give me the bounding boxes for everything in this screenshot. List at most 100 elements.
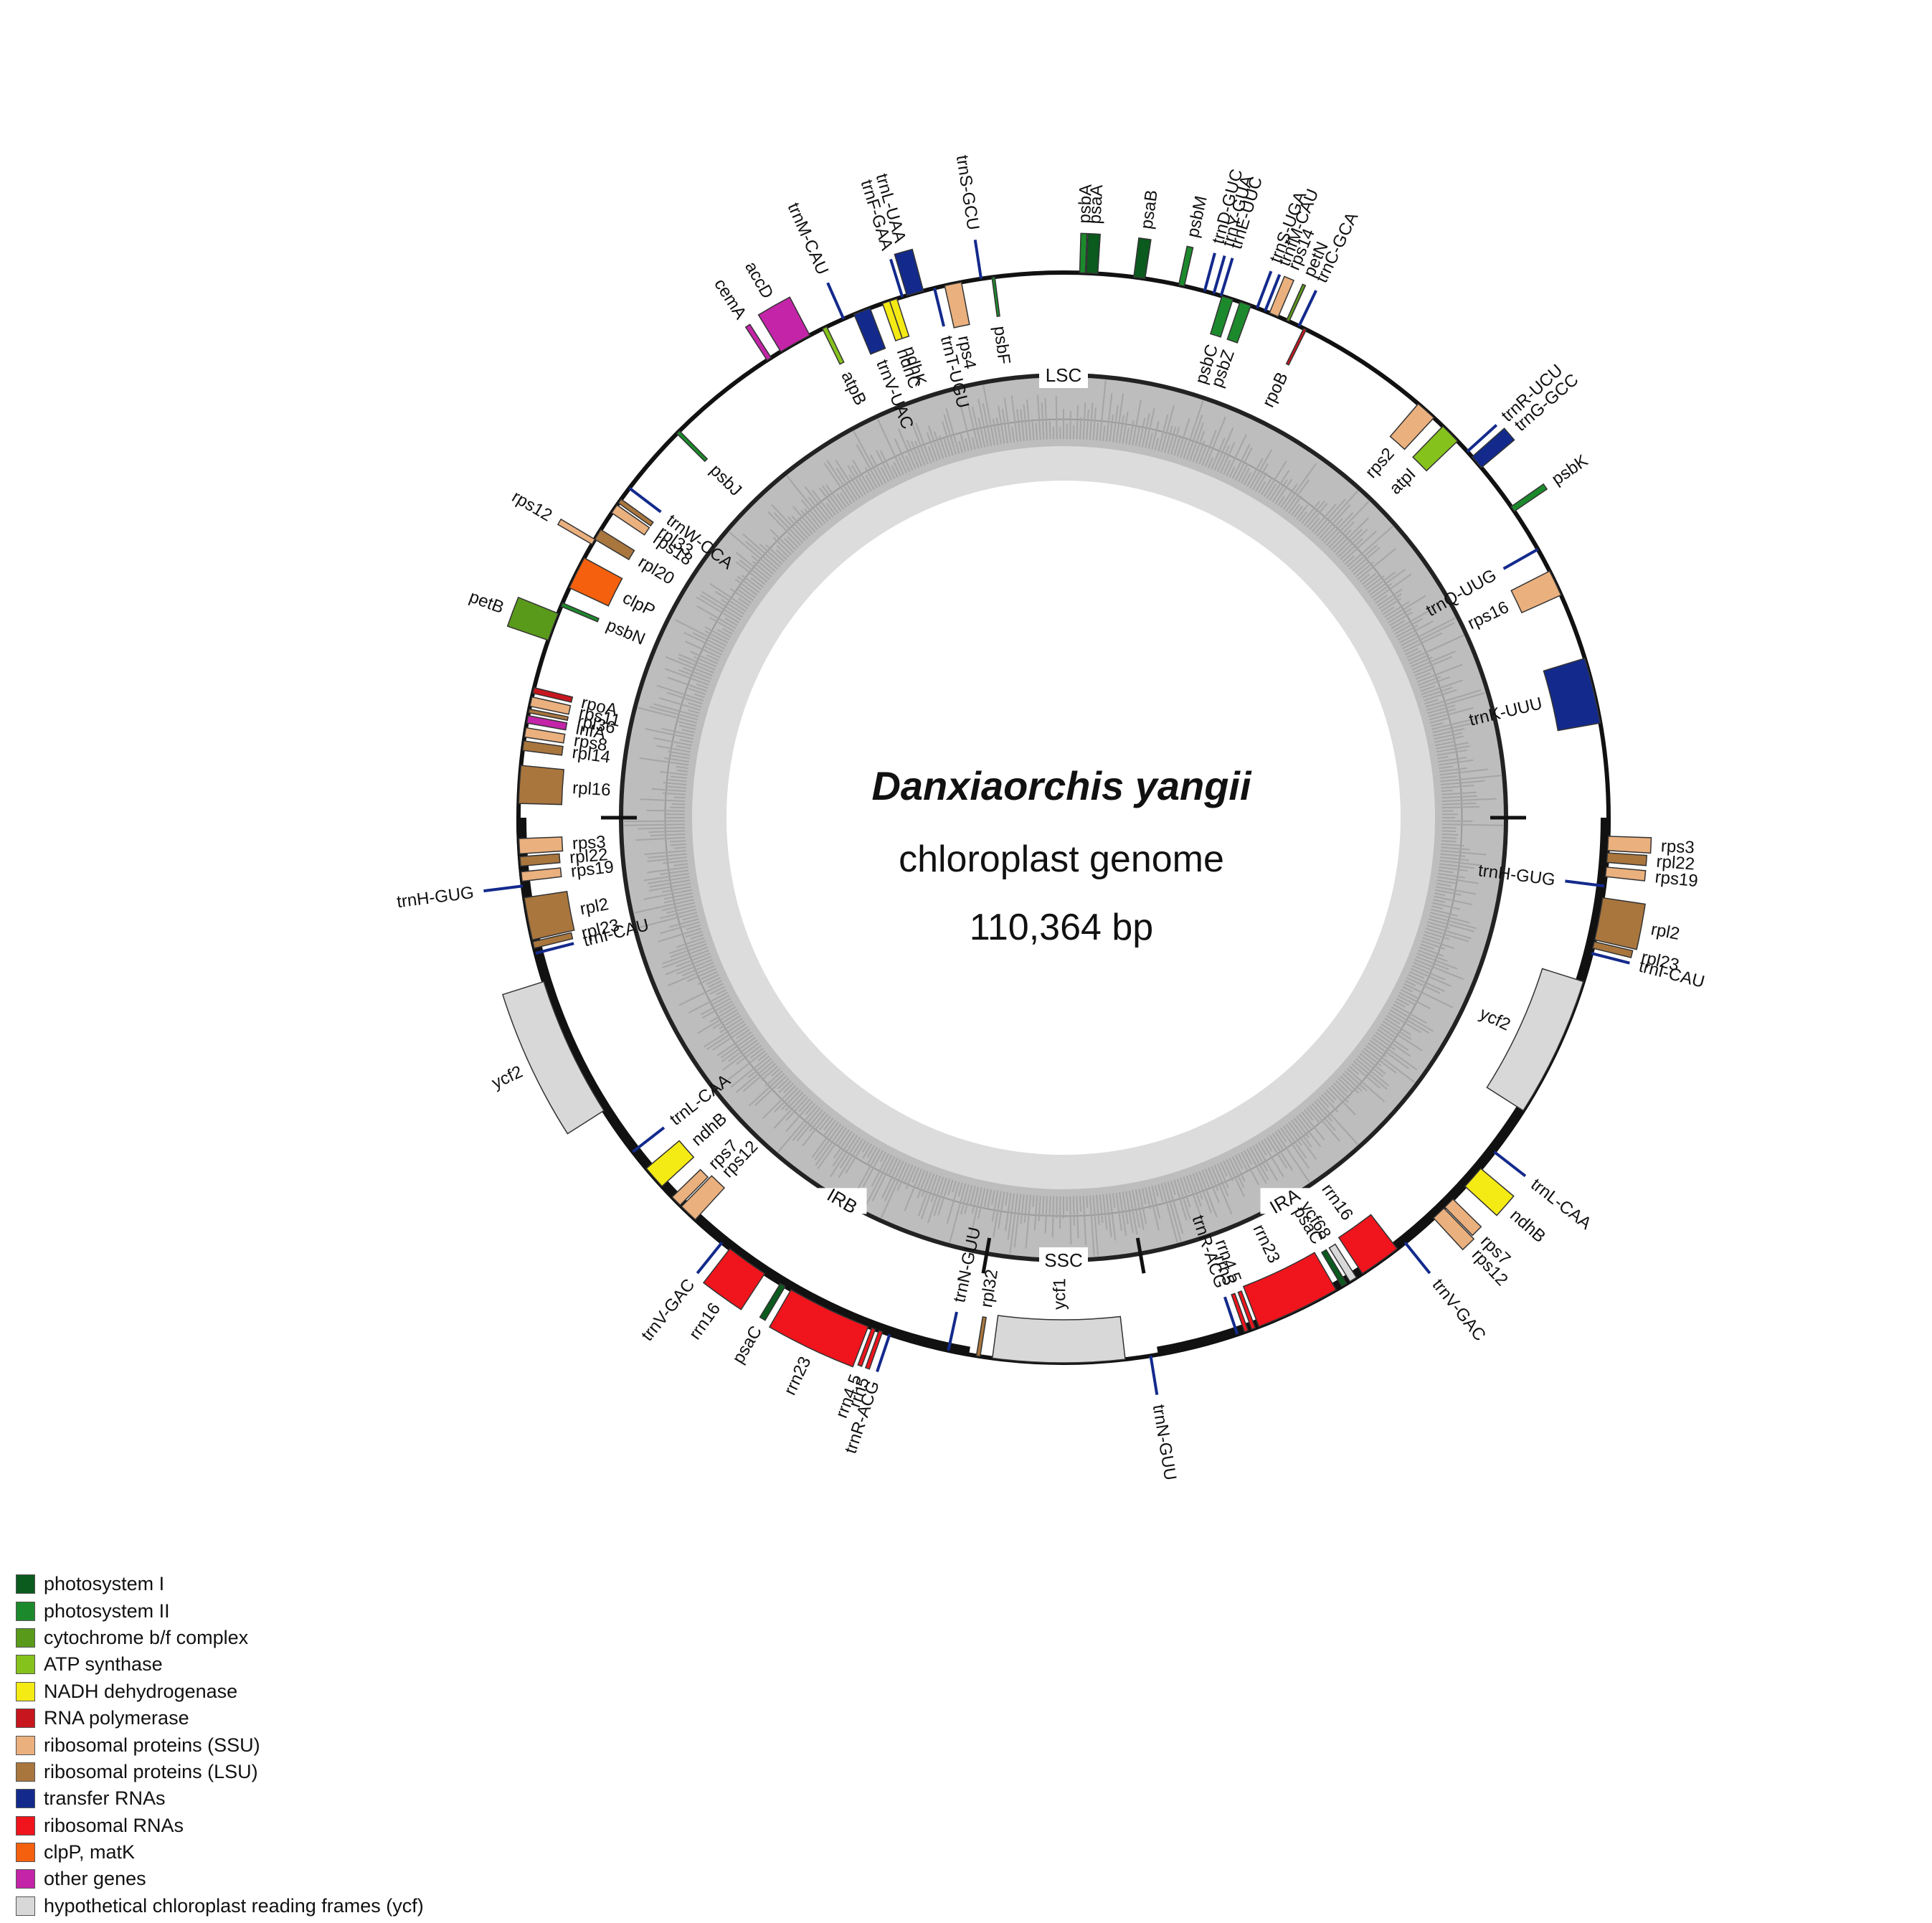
gc-spike bbox=[742, 1063, 777, 1092]
legend-item-lsu: ribosomal proteins (LSU) bbox=[16, 1759, 424, 1785]
gene-ycf2 bbox=[1486, 968, 1584, 1112]
gene-psac bbox=[759, 1282, 787, 1321]
gc-spike bbox=[659, 770, 688, 776]
gene-trnc-gca bbox=[1297, 290, 1317, 327]
gc-spike bbox=[1096, 422, 1099, 441]
gc-spike bbox=[1170, 1180, 1176, 1196]
gene-label: rpl32 bbox=[977, 1268, 1002, 1309]
gc-spike bbox=[1204, 1168, 1220, 1204]
gene-psba bbox=[1079, 232, 1088, 274]
gc-spike bbox=[1298, 1113, 1312, 1129]
gc-spike bbox=[995, 417, 1002, 445]
gc-spike bbox=[735, 1060, 775, 1093]
gene-infa bbox=[526, 714, 568, 731]
gc-spike bbox=[1394, 1001, 1406, 1008]
gene-label: rps3 bbox=[572, 832, 606, 853]
gc-spike bbox=[714, 590, 747, 613]
gc-spike bbox=[1258, 1142, 1267, 1156]
gc-spike bbox=[709, 994, 730, 1006]
gc-spike bbox=[815, 1125, 845, 1166]
gc-spike bbox=[624, 823, 686, 826]
gc-spike bbox=[692, 632, 725, 650]
gc-spike bbox=[1330, 529, 1352, 551]
gc-spike bbox=[757, 1052, 768, 1062]
gc-spike bbox=[709, 986, 725, 995]
gc-spike bbox=[1440, 775, 1458, 779]
gc-spike bbox=[958, 440, 963, 453]
gene-label: rrn23 bbox=[780, 1353, 815, 1398]
gene-trns-uga bbox=[1256, 270, 1273, 309]
gc-spike bbox=[1237, 463, 1249, 483]
gene-rpob bbox=[1285, 327, 1307, 366]
legend-label: other genes bbox=[44, 1868, 146, 1890]
gc-spike bbox=[645, 728, 693, 740]
gc-spike bbox=[1306, 1107, 1321, 1125]
gene-rps2 bbox=[1389, 402, 1435, 450]
gc-spike bbox=[1147, 1186, 1160, 1231]
gc-spike bbox=[1048, 421, 1051, 440]
gc-spike bbox=[1408, 654, 1430, 665]
gc-spike bbox=[643, 889, 692, 900]
gc-spike bbox=[739, 559, 768, 583]
gene-trnt-ugu bbox=[933, 288, 945, 327]
gc-spike bbox=[737, 575, 760, 593]
gc-spike bbox=[706, 977, 721, 986]
gene-petb bbox=[506, 596, 559, 641]
gc-spike bbox=[673, 863, 688, 866]
gc-spike bbox=[1201, 430, 1217, 466]
gc-spike bbox=[1157, 1183, 1164, 1202]
gene-label: ycf1 bbox=[1050, 1278, 1069, 1310]
gc-spike bbox=[1079, 417, 1082, 440]
gc-spike bbox=[1102, 1194, 1108, 1230]
gc-spike bbox=[679, 739, 693, 743]
gc-spike bbox=[1105, 1194, 1112, 1237]
region-boundary-tick bbox=[1135, 1237, 1146, 1274]
gc-spike bbox=[721, 1036, 756, 1062]
gc-spike bbox=[676, 937, 705, 948]
gc-spike bbox=[805, 1102, 816, 1115]
gc-spike bbox=[921, 1172, 932, 1197]
gc-spike bbox=[1377, 588, 1403, 607]
gc-spike bbox=[729, 531, 777, 572]
gene-ycf2 bbox=[502, 981, 605, 1135]
legend-item-ssu: ribosomal proteins (SSU) bbox=[16, 1731, 424, 1758]
gc-spike bbox=[1099, 379, 1107, 441]
gc-spike bbox=[1035, 422, 1038, 440]
gc-spike bbox=[1056, 1196, 1058, 1219]
gene-label: trnS-GCU bbox=[952, 153, 983, 231]
gc-spike bbox=[1220, 1162, 1228, 1177]
gene-rps11 bbox=[529, 696, 572, 715]
legend-swatch bbox=[16, 1681, 35, 1701]
gc-spike bbox=[808, 496, 829, 522]
gc-spike bbox=[1122, 411, 1129, 444]
gc-spike bbox=[1335, 1080, 1349, 1093]
gene-rpl23 bbox=[1591, 940, 1634, 959]
gc-spike bbox=[681, 962, 714, 977]
gc-spike bbox=[678, 657, 714, 674]
gene-label: psaA bbox=[1085, 184, 1107, 225]
gc-spike bbox=[927, 425, 942, 460]
gc-spike bbox=[920, 1174, 938, 1219]
gc-spike bbox=[650, 833, 686, 837]
gene-rps16 bbox=[1510, 570, 1562, 614]
legend-swatch bbox=[16, 1896, 35, 1916]
gc-spike bbox=[993, 1191, 1002, 1238]
gene-label: psbF bbox=[990, 325, 1014, 365]
gc-spike bbox=[905, 1166, 917, 1189]
gc-spike bbox=[914, 440, 926, 466]
gene-trnl-uaa bbox=[894, 248, 924, 296]
gc-spike bbox=[888, 1158, 899, 1176]
gc-spike bbox=[1402, 622, 1455, 650]
gc-spike bbox=[660, 921, 700, 935]
gc-spike bbox=[917, 1173, 935, 1216]
legend-item-rpo: RNA polymerase bbox=[16, 1705, 424, 1731]
gc-spike bbox=[1316, 490, 1358, 537]
gc-spike bbox=[1439, 859, 1482, 866]
gc-spike bbox=[1378, 1026, 1396, 1039]
gene-psbn bbox=[560, 602, 600, 623]
gc-spike bbox=[638, 707, 698, 724]
gc-spike bbox=[1135, 425, 1141, 446]
gene-rrn23 bbox=[1242, 1252, 1337, 1328]
gc-spike bbox=[1132, 1189, 1140, 1228]
gene-ycf68 bbox=[1328, 1243, 1358, 1282]
